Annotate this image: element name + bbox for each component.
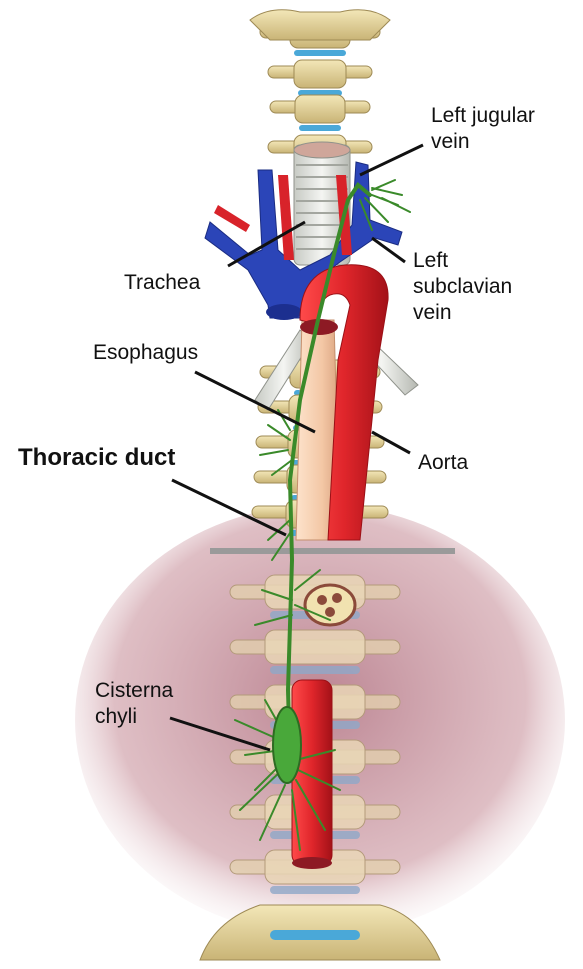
label-aorta: Aorta bbox=[418, 450, 468, 476]
label-left-subclavian-vein: Left subclavian vein bbox=[413, 248, 512, 326]
label-cisterna-chyli-line2: chyli bbox=[95, 704, 173, 730]
label-left-jugular-vein-line2: vein bbox=[431, 129, 535, 155]
cisterna-chyli-sac bbox=[273, 707, 301, 783]
label-cisterna-chyli-line1: Cisterna bbox=[95, 678, 173, 704]
label-thoracic-duct: Thoracic duct bbox=[18, 445, 175, 471]
diaphragm-line bbox=[210, 548, 455, 554]
label-left-subclavian-vein-line3: vein bbox=[413, 300, 512, 326]
label-left-jugular-vein-line1: Left jugular bbox=[431, 103, 535, 129]
label-trachea: Trachea bbox=[124, 270, 200, 296]
label-cisterna-chyli: Cisterna chyli bbox=[95, 678, 173, 730]
vertebra bbox=[270, 95, 370, 131]
label-left-jugular-vein: Left jugular vein bbox=[431, 103, 535, 155]
label-left-subclavian-vein-line1: Left bbox=[413, 248, 512, 274]
label-esophagus: Esophagus bbox=[93, 340, 198, 366]
vertebra bbox=[268, 60, 372, 96]
label-left-subclavian-vein-line2: subclavian bbox=[413, 274, 512, 300]
